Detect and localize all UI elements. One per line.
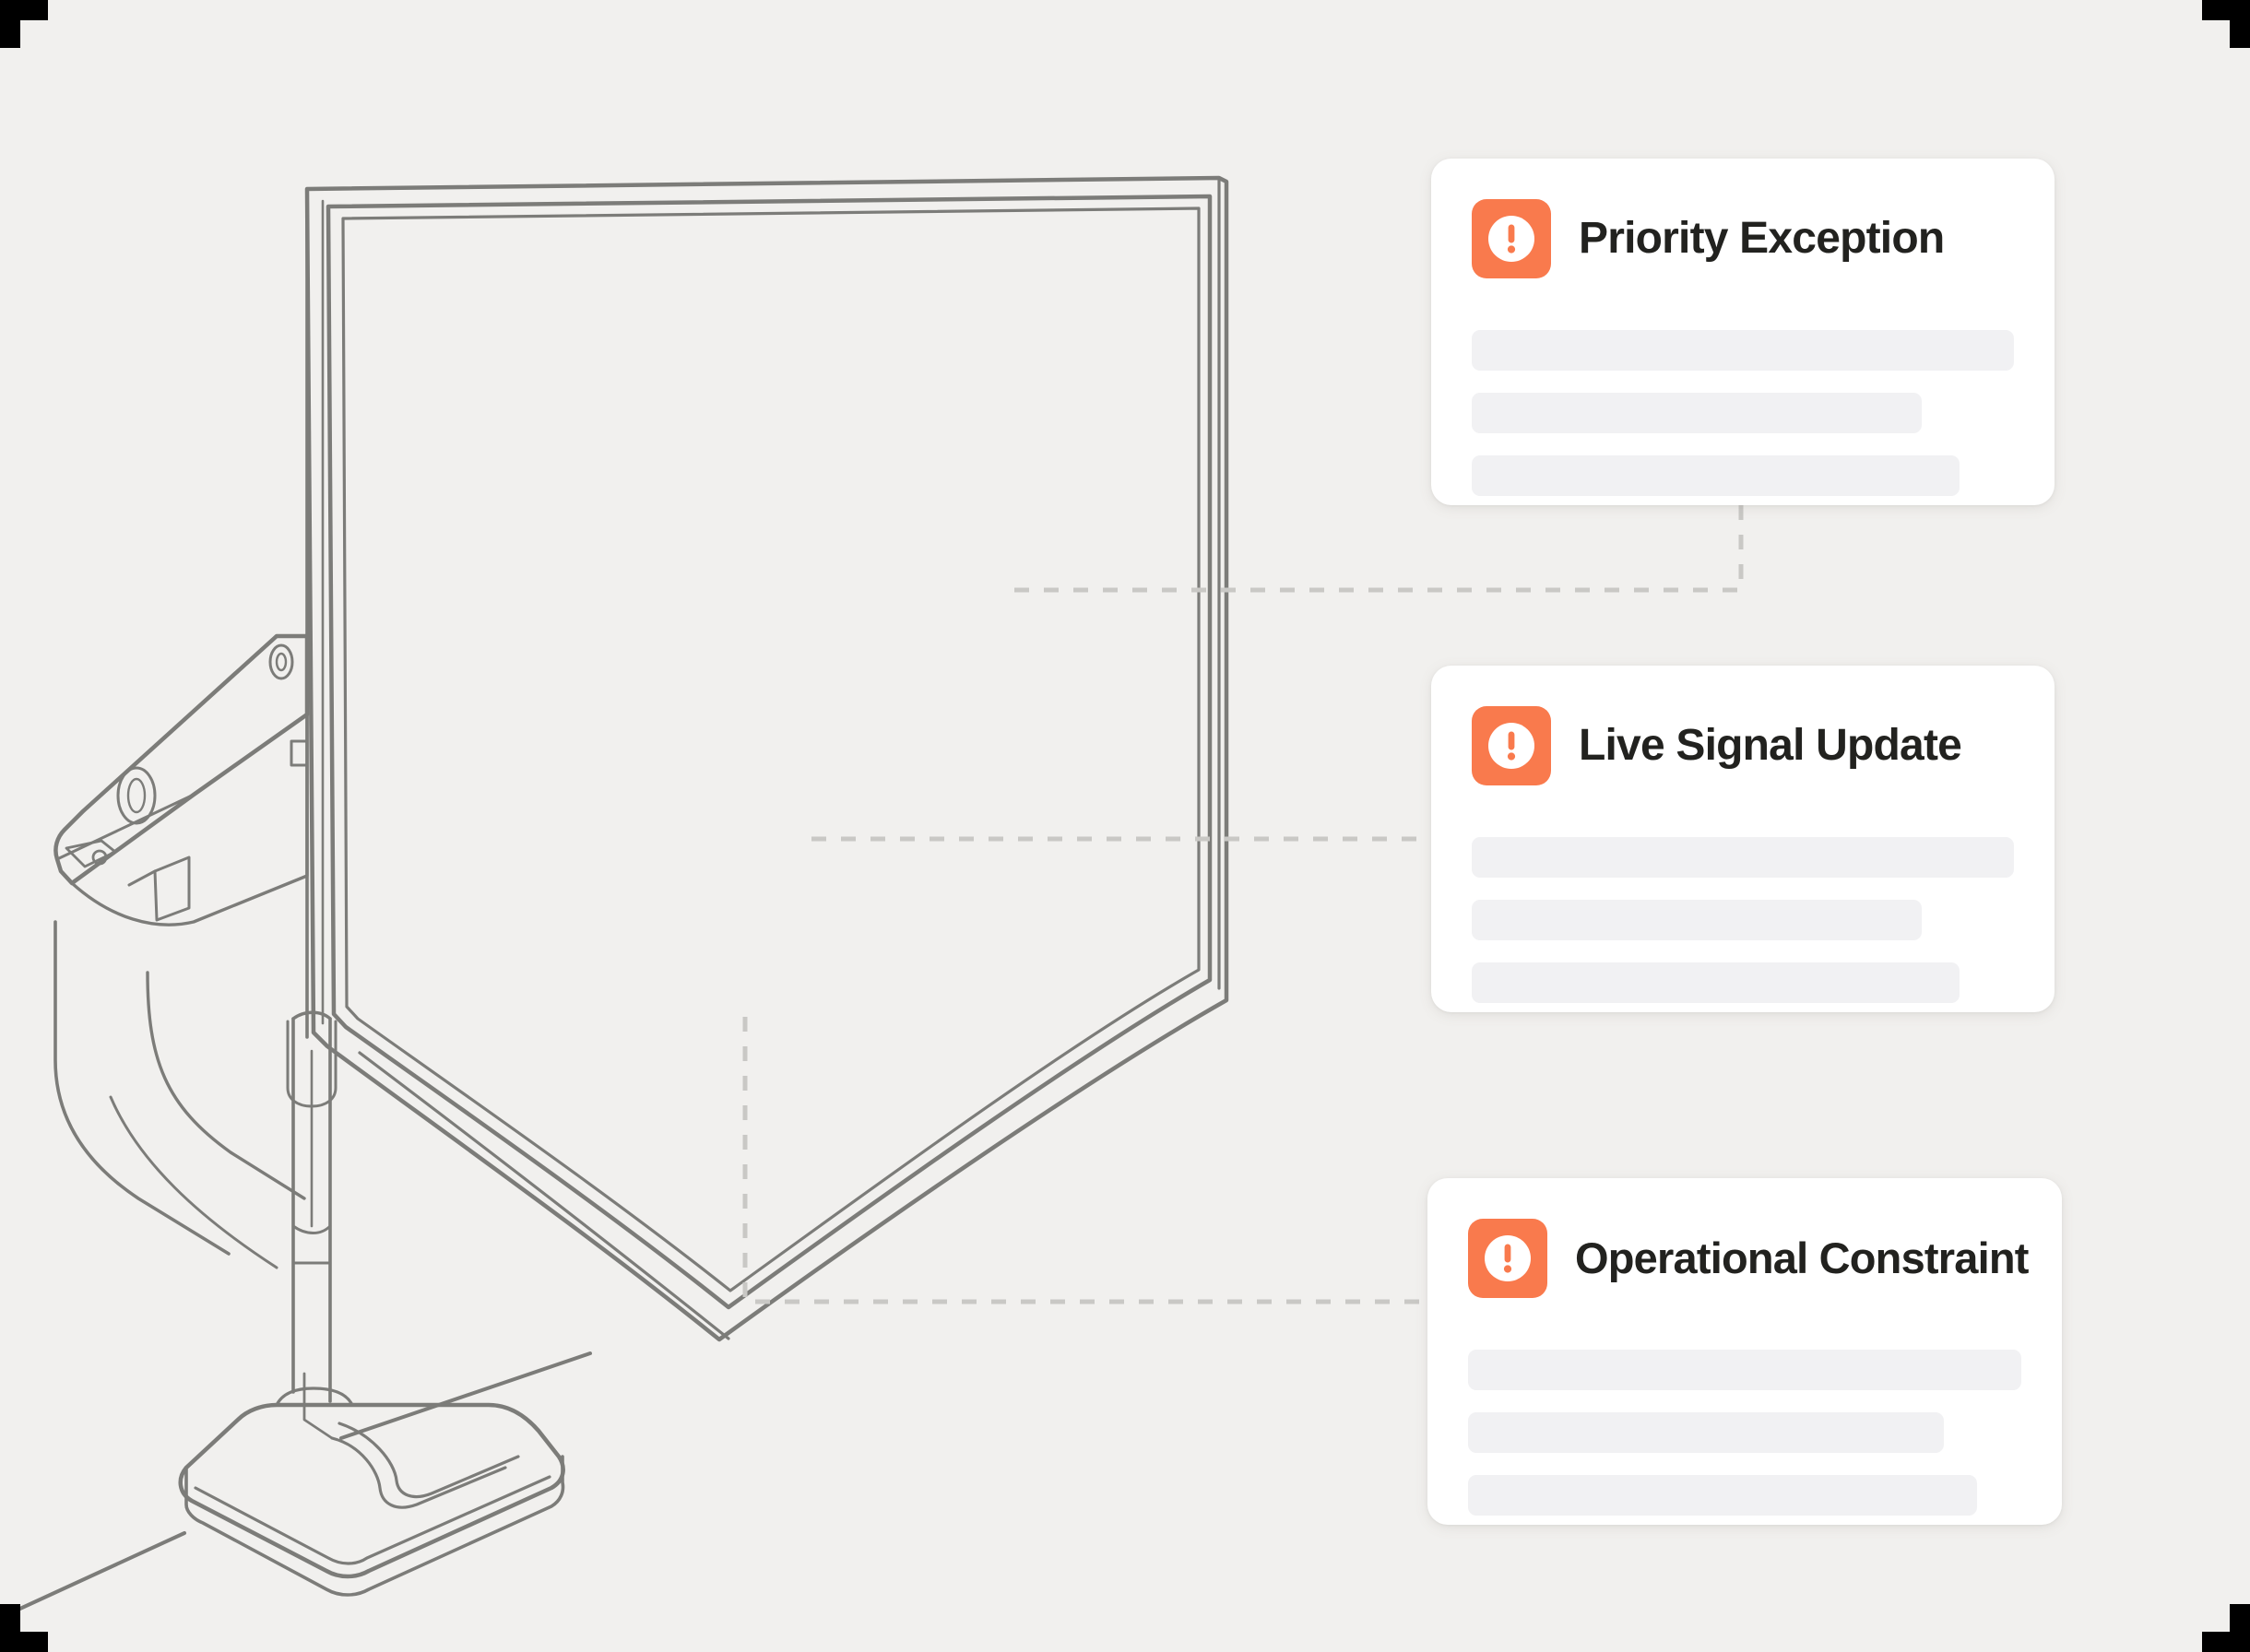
arm-lever-pin — [91, 849, 108, 866]
base-cable-groove — [330, 1436, 507, 1509]
skeleton-line — [1472, 837, 2014, 878]
skeleton-placeholder-list — [1472, 330, 2014, 496]
arm-screw-center — [116, 766, 157, 825]
base-plate-top-inner-line — [194, 1475, 551, 1565]
monitor-screen-area — [341, 206, 1201, 1292]
alert-card-live-signal-update[interactable]: Live Signal Update — [1431, 666, 2055, 1012]
arm-screw-center-inner — [126, 777, 147, 814]
monitor-bezel-inner — [326, 194, 1213, 1310]
arm-boom-outline — [53, 633, 310, 886]
alert-card-priority-exception[interactable]: Priority Exception — [1431, 159, 2055, 505]
desk-edge-line-right — [339, 1351, 592, 1440]
corner-marker-bottom-left — [0, 1604, 48, 1652]
desk-edge-line — [0, 1531, 186, 1620]
skeleton-line — [1472, 962, 1960, 1003]
base-cable-groove-2 — [338, 1422, 520, 1499]
skeleton-line — [1472, 330, 2014, 371]
corner-marker-bottom-right — [2202, 1604, 2250, 1652]
corner-marker-bar — [2230, 1604, 2250, 1652]
base-plate-front-edge — [184, 1455, 565, 1597]
corner-marker-bar — [2230, 0, 2250, 48]
arm-boom-lower-face — [70, 713, 309, 926]
skeleton-line — [1472, 900, 1923, 940]
arm-cable-lever — [65, 839, 117, 868]
riser-post-cap — [291, 1010, 332, 1021]
skeleton-line — [1472, 393, 1923, 433]
card-title: Live Signal Update — [1579, 720, 1962, 770]
corner-marker-bar — [0, 0, 20, 48]
arm-screw-upper — [268, 643, 294, 680]
corner-marker-top-left — [0, 0, 48, 48]
alert-card-operational-constraint[interactable]: Operational Constraint — [1427, 1178, 2062, 1525]
card-header: Operational Constraint — [1468, 1219, 2029, 1298]
arm-column-inner — [146, 971, 306, 1200]
card-title: Operational Constraint — [1575, 1233, 2029, 1283]
monitor-illustration — [0, 175, 1229, 1620]
card-header: Live Signal Update — [1472, 706, 2014, 785]
card-header: Priority Exception — [1472, 199, 2014, 278]
skeleton-placeholder-list — [1472, 837, 2014, 1003]
skeleton-line — [1468, 1412, 1944, 1453]
base-plate-outline — [178, 1402, 565, 1579]
alert-exclamation-icon — [1472, 199, 1551, 278]
alert-exclamation-icon — [1468, 1219, 1547, 1298]
arm-column-shade — [109, 1095, 278, 1269]
monitor-bottom-lip — [358, 1051, 730, 1340]
card-title: Priority Exception — [1579, 213, 1945, 263]
skeleton-line — [1468, 1350, 2021, 1390]
alert-exclamation-icon — [1472, 706, 1551, 785]
skeleton-line — [1472, 455, 1960, 496]
arm-bracket-edge — [127, 869, 157, 887]
skeleton-placeholder-list — [1468, 1350, 2021, 1516]
base-post-collar — [275, 1386, 354, 1407]
monitor-back-panel — [304, 175, 1229, 1342]
arm-screw-upper-inner — [275, 652, 288, 672]
corner-marker-bar — [0, 1604, 20, 1652]
arm-column-outer — [53, 920, 231, 1256]
post-collar-top — [286, 1020, 338, 1108]
arm-boom-body — [55, 713, 309, 861]
monitor-bottom-curve-2 — [717, 998, 1228, 1341]
corner-marker-top-right — [2202, 0, 2250, 48]
arm-bracket — [153, 856, 191, 922]
arm-vesa-block — [290, 739, 309, 767]
skeleton-line — [1468, 1475, 1977, 1516]
riser-post-collar-a — [291, 1224, 332, 1234]
